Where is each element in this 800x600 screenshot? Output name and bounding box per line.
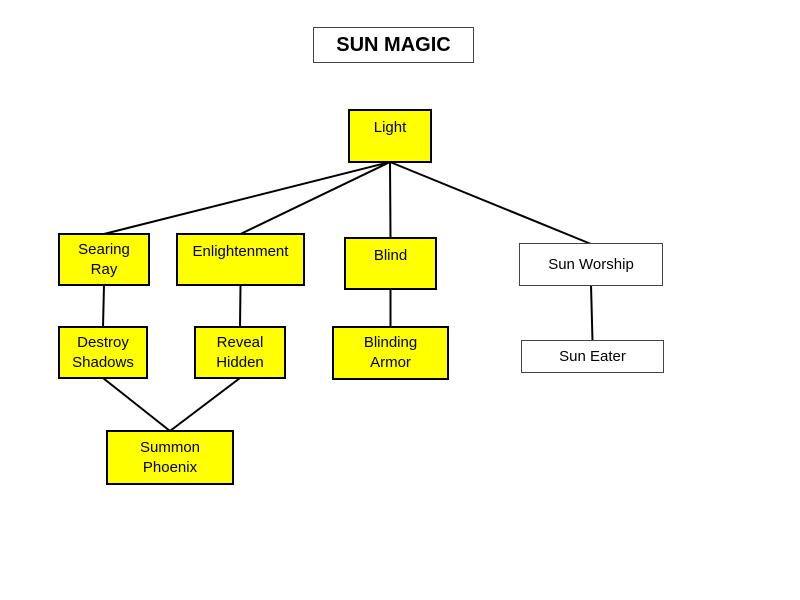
- edge-light-sun_worship: [389, 161, 592, 245]
- edge-enlightenment-reveal_hidden: [239, 284, 242, 328]
- edge-reveal_hidden-summon_phoenix: [169, 377, 241, 432]
- edge-sun_worship-sun_eater: [590, 284, 594, 342]
- edge-light-blind: [389, 161, 392, 239]
- edge-searing_ray-destroy_shadows: [102, 284, 105, 328]
- node-summon-phoenix: Summon Phoenix: [106, 430, 234, 485]
- node-light: Light: [348, 109, 432, 163]
- node-sun-worship: Sun Worship: [519, 243, 663, 286]
- node-searing-ray: Searing Ray: [58, 233, 150, 286]
- node-destroy-shadows: Destroy Shadows: [58, 326, 148, 379]
- node-blinding-armor: Blinding Armor: [332, 326, 449, 380]
- node-reveal-hidden: Reveal Hidden: [194, 326, 286, 379]
- node-sun-eater: Sun Eater: [521, 340, 664, 373]
- edge-destroy_shadows-summon_phoenix: [102, 377, 171, 432]
- node-enlightenment: Enlightenment: [176, 233, 305, 286]
- edge-light-searing_ray: [103, 161, 391, 235]
- node-blind: Blind: [344, 237, 437, 290]
- diagram-title: SUN MAGIC: [313, 27, 474, 63]
- edge-light-enlightenment: [240, 161, 391, 235]
